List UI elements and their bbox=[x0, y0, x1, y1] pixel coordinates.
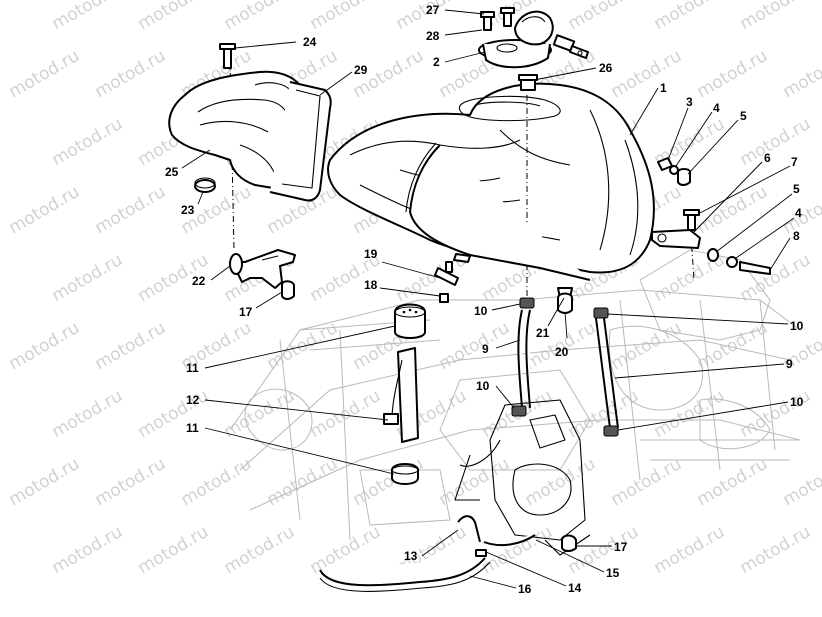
watermark-text: motod.ru bbox=[780, 46, 822, 102]
fuel-filter bbox=[383, 303, 426, 485]
watermark-text: motod.ru bbox=[737, 250, 815, 306]
callout-17: 17 bbox=[239, 305, 253, 319]
fuel-cap bbox=[478, 7, 589, 91]
callout-leaders bbox=[181, 9, 795, 589]
watermark-text: motod.ru bbox=[264, 454, 342, 510]
watermark-text: motod.ru bbox=[608, 46, 686, 102]
fastener-hardware bbox=[651, 157, 771, 275]
callout-2: 2 bbox=[433, 55, 440, 69]
drain-hoses bbox=[319, 515, 577, 592]
watermark-text: motod.ru bbox=[565, 522, 643, 578]
callout-16: 16 bbox=[518, 582, 532, 596]
callout-15: 15 bbox=[606, 566, 620, 580]
watermark-text: motod.ru bbox=[694, 454, 772, 510]
callout-24: 24 bbox=[303, 35, 317, 49]
callout-6: 6 bbox=[764, 151, 771, 165]
callout-13: 13 bbox=[404, 549, 418, 563]
watermark-text: motod.ru bbox=[135, 386, 213, 442]
watermark-text: motod.ru bbox=[780, 454, 822, 510]
mounting-bracket bbox=[229, 249, 296, 300]
watermark-text: motod.ru bbox=[694, 46, 772, 102]
callout-19: 19 bbox=[364, 247, 378, 261]
watermark-text: motod.ru bbox=[651, 522, 729, 578]
watermark-text: motod.ru bbox=[6, 454, 84, 510]
callout-29: 29 bbox=[354, 63, 368, 77]
watermark-text: motod.ru bbox=[737, 522, 815, 578]
callout-10-lower-left: 10 bbox=[476, 379, 490, 393]
callout-10-upper-right: 10 bbox=[790, 319, 804, 333]
watermark-text: motod.ru bbox=[49, 386, 127, 442]
callout-23: 23 bbox=[181, 203, 195, 217]
callout-11-lower: 11 bbox=[186, 421, 199, 435]
callout-4: 4 bbox=[713, 101, 720, 115]
tank-cover bbox=[168, 43, 332, 202]
callout-8: 8 bbox=[793, 229, 800, 243]
callout-3: 3 bbox=[686, 95, 693, 109]
callout-22: 22 bbox=[192, 274, 206, 288]
watermark-text: motod.ru bbox=[92, 46, 170, 102]
watermark-text: motod.ru bbox=[6, 182, 84, 238]
callout-10-lower-right: 10 bbox=[790, 395, 804, 409]
callout-11-upper: 11 bbox=[186, 361, 199, 375]
callout-9-right: 9 bbox=[786, 357, 793, 371]
watermark-text: motod.ru bbox=[92, 182, 170, 238]
watermark-text: motod.ru bbox=[49, 250, 127, 306]
watermark-text: motod.ru bbox=[565, 0, 643, 34]
watermark-text: motod.ru bbox=[651, 0, 729, 34]
callout-5-lower: 5 bbox=[793, 182, 800, 196]
watermark-text: motod.ru bbox=[135, 0, 213, 34]
breather-hose bbox=[405, 142, 591, 303]
watermark-text: motod.ru bbox=[135, 522, 213, 578]
callout-labels: 27 28 24 2 29 26 1 3 4 5 6 7 5 4 8 25 23… bbox=[165, 3, 804, 596]
watermark-text: motod.ru bbox=[522, 454, 600, 510]
watermark-text: motod.ru bbox=[307, 0, 385, 34]
watermark-text: motod.ru bbox=[737, 114, 815, 170]
carburetor-assembly bbox=[454, 399, 591, 556]
watermark-text: motod.ru bbox=[49, 0, 127, 34]
callout-9-left: 9 bbox=[482, 342, 489, 356]
watermark-text: motod.ru bbox=[6, 46, 84, 102]
callout-5: 5 bbox=[740, 109, 747, 123]
callout-20: 20 bbox=[555, 345, 569, 359]
callout-14: 14 bbox=[568, 581, 582, 595]
watermark-text: motod.ru bbox=[479, 522, 557, 578]
callout-28: 28 bbox=[426, 29, 440, 43]
callout-25: 25 bbox=[165, 165, 179, 179]
watermark-text: motod.ru bbox=[178, 454, 256, 510]
watermark-text: motod.ru bbox=[49, 114, 127, 170]
callout-4-lower: 4 bbox=[795, 206, 802, 220]
watermark-text: motod.ru bbox=[92, 454, 170, 510]
watermark-text: motod.ru bbox=[737, 0, 815, 34]
callout-12: 12 bbox=[186, 393, 200, 407]
callout-26: 26 bbox=[599, 61, 613, 75]
watermark-text: motod.ru bbox=[221, 0, 299, 34]
callout-1: 1 bbox=[660, 81, 667, 95]
watermark-text: motod.ru bbox=[608, 454, 686, 510]
watermark-text: motod.ru bbox=[436, 454, 514, 510]
engine-frame-background bbox=[229, 249, 801, 541]
callout-7: 7 bbox=[791, 155, 798, 169]
callout-17-lower: 17 bbox=[614, 540, 628, 554]
watermark-text: motod.ru bbox=[221, 522, 299, 578]
callout-10-upper-left: 10 bbox=[474, 304, 488, 318]
watermark-text: motod.ru bbox=[92, 318, 170, 374]
watermark-text: motod.ru bbox=[6, 318, 84, 374]
callout-21: 21 bbox=[536, 326, 550, 340]
fuel-lines bbox=[511, 287, 619, 437]
watermark-text: motod.ru bbox=[49, 522, 127, 578]
callout-18: 18 bbox=[364, 278, 378, 292]
callout-27: 27 bbox=[426, 3, 440, 17]
